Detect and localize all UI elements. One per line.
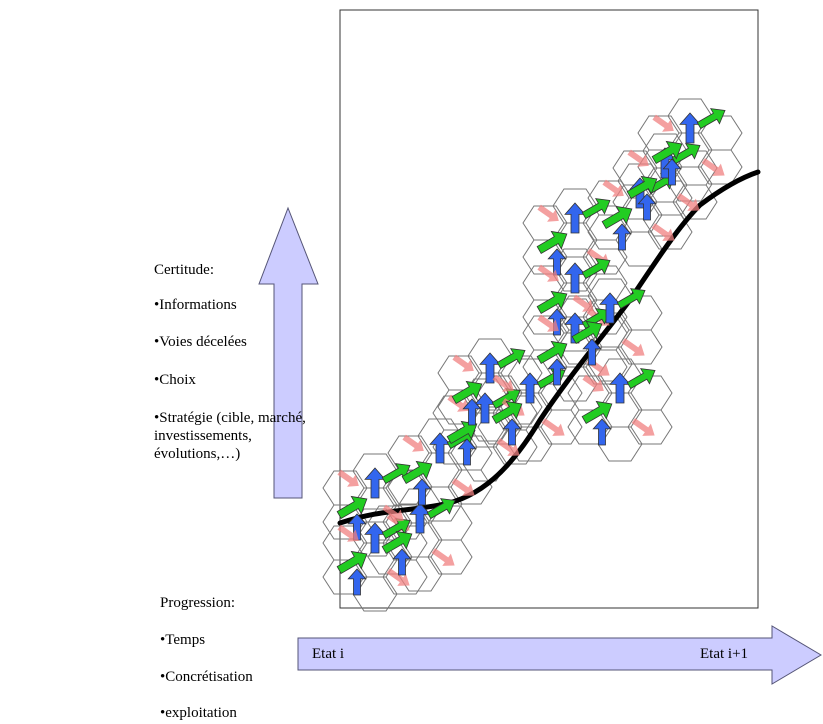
progress-arrow: [536, 290, 568, 315]
up-arrow: [474, 392, 496, 424]
progress-arrow: [536, 230, 568, 255]
trajectory-curve: [337, 169, 761, 526]
progress-arrow: [696, 108, 726, 130]
blocked-arrow: [452, 354, 474, 372]
progress-arrow: [426, 498, 456, 520]
up-arrow: [457, 438, 477, 466]
blocked-arrow: [651, 223, 675, 241]
up-arrow: [592, 418, 612, 446]
up-arrow: [582, 338, 602, 366]
blocked-arrow: [382, 504, 404, 522]
blocked-arrow: [337, 524, 359, 542]
certitude-item-strategie-line2: investissements,: [154, 428, 252, 444]
progression-item-temps: •Temps: [160, 632, 206, 648]
progress-arrow: [336, 495, 368, 520]
certitude-heading: Certitude:: [154, 262, 214, 278]
blocked-arrow: [602, 179, 624, 197]
progress-arrow: [446, 420, 478, 445]
progression-item-exploitation: •exploitation: [160, 705, 237, 721]
progress-arrow: [601, 205, 633, 230]
up-arrow: [564, 262, 586, 294]
progress-arrow: [381, 530, 413, 555]
progression-item-concretisation: •Concrétisation: [160, 669, 253, 685]
direction-arrows: [336, 108, 726, 596]
progress-arrow: [671, 143, 701, 165]
progress-arrow: [581, 258, 611, 280]
up-arrow: [502, 418, 522, 446]
state-start-label: Etat i: [312, 646, 345, 662]
progression-heading: Progression:: [160, 595, 235, 611]
progress-arrow: [496, 348, 526, 370]
up-arrow: [409, 502, 431, 534]
blocked-arrow: [496, 438, 520, 456]
up-arrow: [547, 358, 567, 386]
certitude-item-choix: •Choix: [154, 372, 196, 388]
up-arrow: [547, 248, 567, 276]
up-arrow: [347, 568, 367, 596]
progress-arrow: [491, 388, 521, 410]
progress-arrow: [626, 175, 658, 200]
up-arrow: [392, 548, 412, 576]
certitude-item-strategie: •Stratégie (cible, marché,: [154, 410, 306, 426]
blocked-arrow: [447, 394, 469, 412]
blocked-arrow: [541, 418, 565, 436]
progress-arrow: [336, 550, 368, 575]
blocked-arrow: [572, 294, 594, 312]
blocked-arrow: [402, 434, 424, 452]
blocked-arrow: [386, 568, 410, 586]
up-arrow: [599, 292, 621, 324]
certitude-item-strategie-line3: évolutions,…): [154, 446, 241, 462]
state-end-label: Etat i+1: [700, 646, 749, 662]
up-arrow: [547, 308, 567, 336]
blocked-arrow: [451, 478, 475, 496]
blocked-arrow: [676, 193, 700, 211]
progress-arrow: [536, 340, 568, 365]
blocked-arrow: [621, 338, 645, 356]
up-arrow: [679, 112, 701, 144]
certitude-item-informations: •Informations: [154, 297, 237, 313]
up-arrow: [564, 202, 586, 234]
up-arrow: [364, 467, 386, 499]
blocked-arrow: [537, 314, 559, 332]
up-arrow: [662, 158, 682, 186]
progress-arrow: [381, 463, 411, 485]
blocked-arrow: [537, 204, 559, 222]
up-arrow: [429, 432, 451, 464]
blocked-arrow: [582, 374, 604, 392]
blocked-arrow: [627, 149, 649, 167]
progress-arrow: [581, 198, 611, 220]
progress-arrow: [616, 288, 646, 310]
blocked-arrow: [431, 548, 455, 566]
progression-arrow: [297, 625, 822, 685]
blocked-arrow: [631, 418, 655, 436]
blocked-arrow: [652, 114, 674, 132]
up-arrow: [519, 372, 541, 404]
progress-arrow: [401, 460, 433, 485]
progress-arrow: [626, 368, 656, 390]
up-arrow: [609, 372, 631, 404]
up-arrow: [347, 513, 367, 541]
progress-arrow: [651, 140, 683, 165]
blocked-arrow: [492, 374, 514, 392]
up-arrow: [412, 478, 432, 506]
progress-arrow: [451, 380, 483, 405]
progress-arrow: [571, 320, 603, 345]
progress-arrow: [581, 400, 613, 425]
up-arrow: [364, 522, 386, 554]
blocked-arrow: [537, 264, 559, 282]
blocked-arrow: [337, 469, 359, 487]
progress-arrow: [381, 518, 411, 540]
up-arrow: [612, 223, 632, 251]
up-arrow: [462, 398, 482, 426]
progress-arrow: [491, 400, 523, 425]
blocked-arrow: [701, 158, 725, 176]
certitude-arrow: [258, 206, 319, 499]
up-arrow: [637, 193, 657, 221]
certitude-item-voies: •Voies décelées: [154, 334, 247, 350]
